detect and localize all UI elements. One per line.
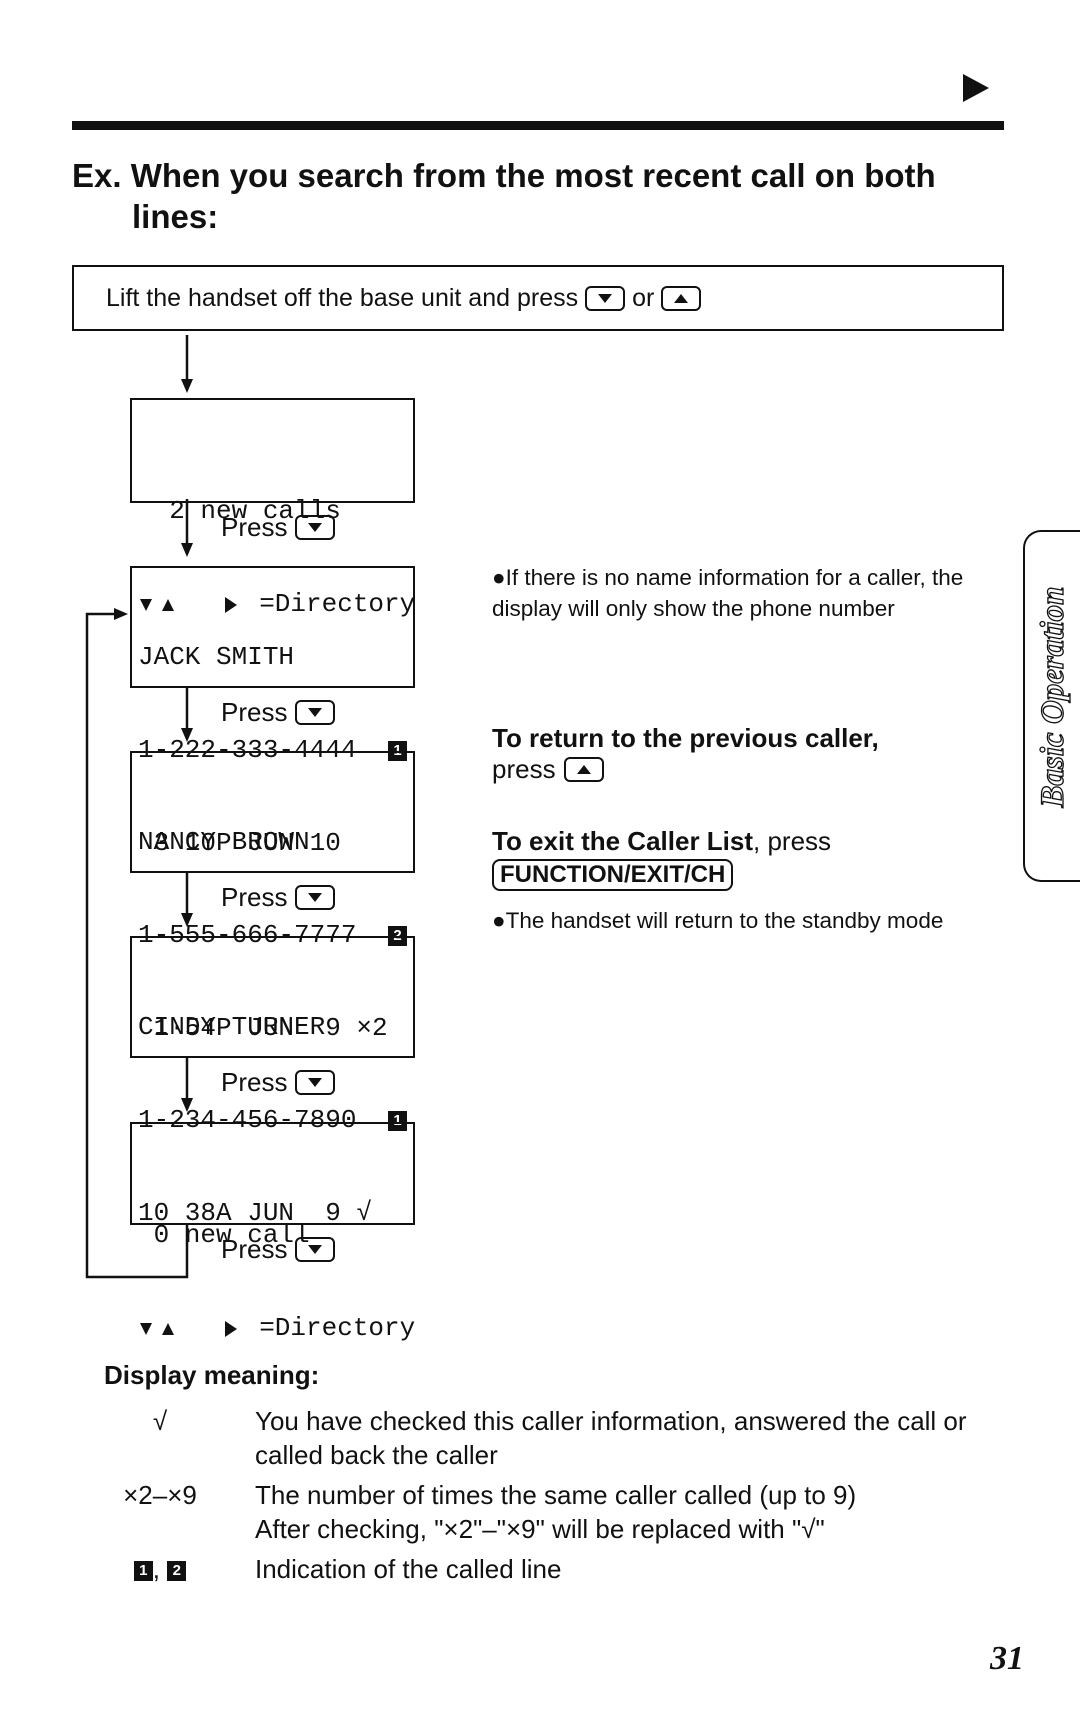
legend-symbol: ×2–×9 <box>123 1480 197 1510</box>
legend-symbol: √ <box>152 1406 168 1436</box>
press-instruction: Press <box>221 882 336 913</box>
legend-text: Indication of the called line <box>255 1554 562 1584</box>
continue-arrow-icon <box>963 74 989 102</box>
up-arrow-key-icon <box>661 286 702 311</box>
up-arrow-key-icon <box>563 757 604 782</box>
right-arrow-icon <box>225 1321 237 1337</box>
down-arrow-key-icon <box>295 700 336 725</box>
legend-row: √ You have checked this caller informati… <box>100 1404 1020 1472</box>
line-badge: 1 <box>388 1111 407 1131</box>
down-arrow-key-icon <box>295 1237 336 1262</box>
press-instruction: Press <box>221 697 336 728</box>
note-no-name: ●If there is no name information for a c… <box>492 565 964 621</box>
press-instruction: Press <box>221 1234 336 1265</box>
display-screen: 0 new call =Directory <box>130 1122 415 1343</box>
flow-connectors <box>85 335 193 1279</box>
legend-symbol: 1, 2 <box>100 1552 220 1586</box>
instruction-box: Lift the handset off the base unit and p… <box>72 265 1004 331</box>
down-arrow-key-icon <box>585 286 626 311</box>
instruction-or: or <box>632 284 655 312</box>
display-legend: √ You have checked this caller informati… <box>100 1404 1020 1592</box>
legend-text: You have checked this caller information… <box>255 1406 967 1470</box>
display-screen: 2 new calls =Directory <box>130 398 415 619</box>
down-up-arrows-icon <box>140 599 174 611</box>
down-arrow-key-icon <box>295 515 336 540</box>
note-exit: To exit the Caller List, press FUNCTION/… <box>492 826 1012 891</box>
instruction-text: Lift the handset off the base unit and p… <box>106 284 579 312</box>
legend-text: The number of times the same caller call… <box>255 1480 857 1510</box>
press-instruction: Press <box>221 1067 336 1098</box>
line-badge: 2 <box>167 1561 187 1582</box>
page-heading: Ex. When you search from the most recent… <box>72 157 936 235</box>
section-tab: Basic Operation <box>1023 530 1080 882</box>
note-standby: ●The handset will return to the standby … <box>492 908 944 933</box>
down-up-arrows-icon <box>140 1323 174 1335</box>
note-return: To return to the previous caller, press <box>492 723 879 784</box>
legend-text: After checking, "×2"–"×9" will be replac… <box>255 1514 825 1544</box>
down-arrow-key-icon <box>295 885 336 910</box>
down-arrow-key-icon <box>295 1070 336 1095</box>
legend-row: 1, 2 Indication of the called line <box>100 1552 1020 1586</box>
press-instruction: Press <box>221 512 336 543</box>
line-badge: 1 <box>133 1561 153 1582</box>
page-number: 31 <box>990 1640 1024 1677</box>
legend-row: ×2–×9 The number of times the same calle… <box>100 1478 1020 1546</box>
top-rule <box>72 121 1004 130</box>
legend-title: Display meaning: <box>104 1360 320 1390</box>
function-exit-ch-key: FUNCTION/EXIT/CH <box>492 859 734 891</box>
right-arrow-icon <box>225 597 237 613</box>
section-tab-label: Basic Operation <box>1034 586 1071 808</box>
